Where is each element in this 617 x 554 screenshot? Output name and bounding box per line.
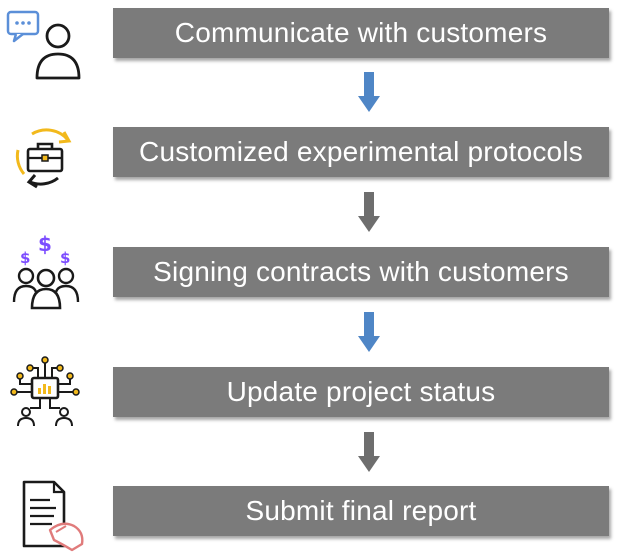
report-hand-icon xyxy=(2,474,88,554)
svg-text:$: $ xyxy=(38,232,52,256)
step-update-project-status: Update project status xyxy=(113,367,609,417)
svg-text:$: $ xyxy=(60,249,70,267)
customer-chat-icon xyxy=(2,6,88,86)
arrow-down-icon xyxy=(358,192,380,232)
people-money-icon: $ $ $ xyxy=(2,232,88,312)
network-chip-icon xyxy=(2,352,88,432)
arrow-down-icon xyxy=(358,312,380,352)
step-submit-final-report: Submit final report xyxy=(113,486,609,536)
arrow-down-icon xyxy=(358,72,380,112)
step-communicate-with-customers: Communicate with customers xyxy=(113,8,609,58)
briefcase-cycle-icon xyxy=(2,114,88,194)
step-customized-experimental-protocols: Customized experimental protocols xyxy=(113,127,609,177)
arrow-down-icon xyxy=(358,432,380,472)
svg-text:$: $ xyxy=(20,249,30,267)
step-signing-contracts: Signing contracts with customers xyxy=(113,247,609,297)
